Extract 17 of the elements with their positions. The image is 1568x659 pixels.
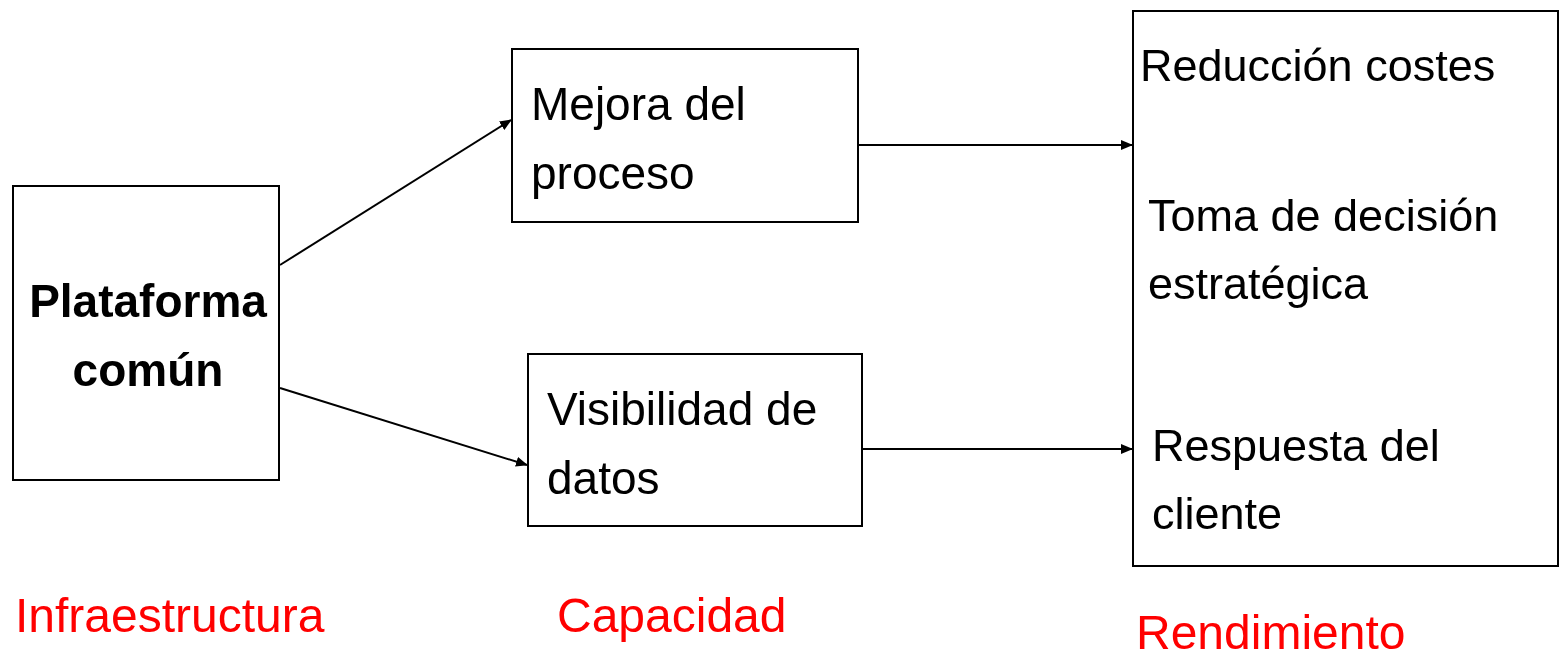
arrow [862, 444, 1133, 454]
arrow [858, 140, 1133, 150]
process-box [511, 48, 859, 223]
process-box [1132, 10, 1559, 567]
stage-label: Rendimiento [1136, 605, 1406, 659]
arrow [279, 387, 528, 467]
stage-label: Infraestructura [15, 588, 325, 643]
node-text: Respuesta del cliente [1152, 419, 1441, 541]
node-text: Reducción costes [1140, 39, 1497, 93]
node-text: Mejora del proceso [531, 77, 747, 201]
process-box [527, 353, 863, 527]
node-text: Plataforma común [28, 274, 268, 398]
process-box [12, 185, 280, 481]
node-text: Visibilidad de datos [547, 382, 819, 506]
arrow [279, 119, 512, 266]
node-text: Toma de decisión estratégica [1148, 189, 1500, 311]
stage-label: Capacidad [557, 588, 787, 643]
